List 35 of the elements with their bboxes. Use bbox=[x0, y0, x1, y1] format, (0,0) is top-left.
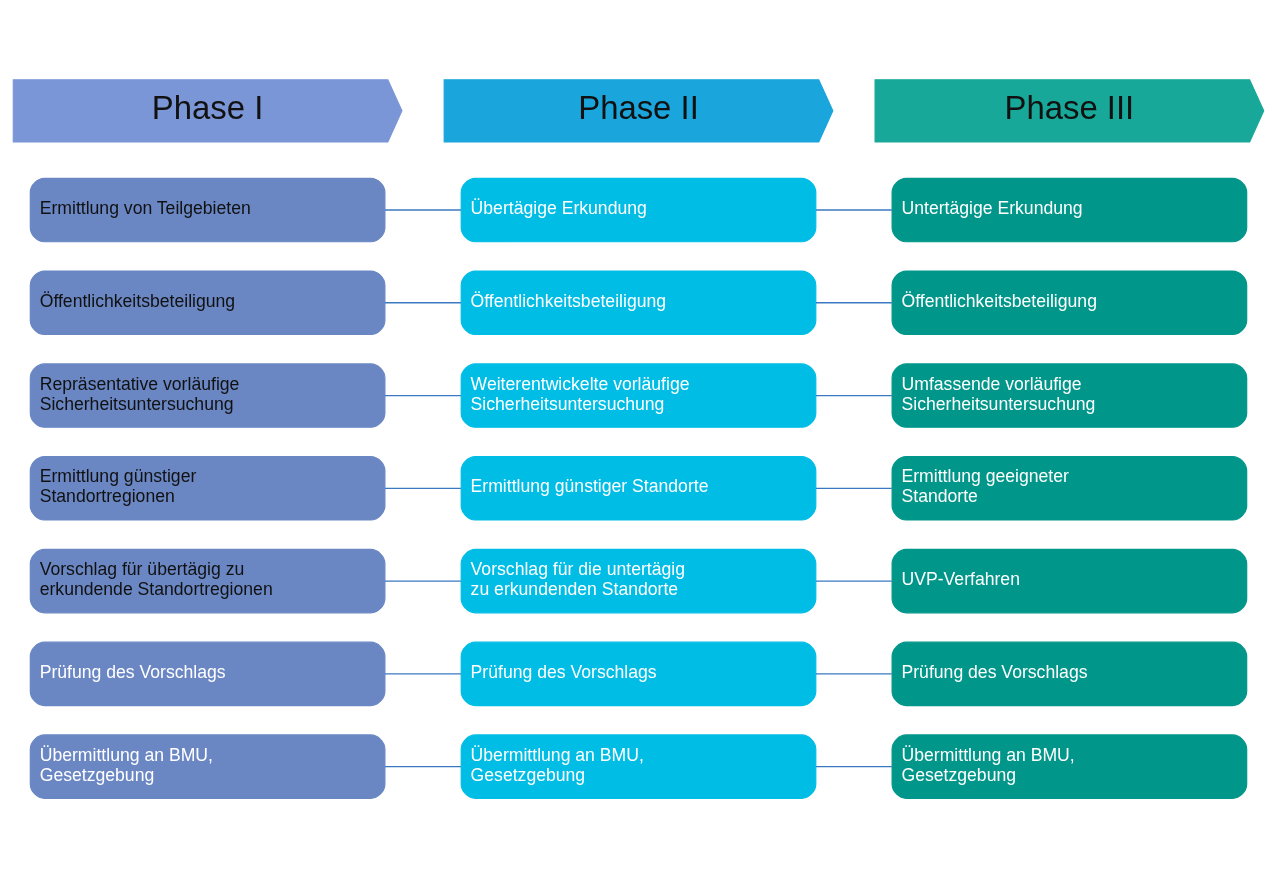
connector bbox=[815, 394, 893, 396]
node-box: Öffentlichkeitsbeteiligung bbox=[460, 270, 817, 335]
node-box: Ermittlung geeigneter Standorte bbox=[891, 455, 1248, 521]
node-box: UVP-Verfahren bbox=[891, 548, 1248, 613]
node-box: Übermittlung an BMU, Gesetzgebung bbox=[460, 733, 817, 799]
connector bbox=[815, 487, 893, 489]
node-box: Repräsentative vorläufige Sicherheitsuntersuchung bbox=[29, 362, 386, 428]
connector bbox=[815, 208, 893, 211]
connector bbox=[384, 301, 462, 304]
node-box: Öffentlichkeitsbeteiligung bbox=[891, 270, 1248, 335]
node-box: Übermittlung an BMU, Gesetzgebung bbox=[891, 733, 1248, 799]
connector bbox=[384, 394, 462, 396]
node-box: Umfassende vorläufige Sicherheitsuntersuchung bbox=[891, 362, 1248, 428]
node-box: Übertägige Erkundung bbox=[460, 177, 817, 242]
node-box: Öffentlichkeitsbeteiligung bbox=[29, 270, 386, 335]
connector bbox=[815, 765, 893, 767]
node-box: Ermittlung günstiger Standorte bbox=[460, 455, 817, 521]
connector bbox=[384, 208, 462, 211]
connector bbox=[815, 301, 893, 304]
connector bbox=[815, 672, 893, 675]
node-box: Ermittlung günstiger Standortregionen bbox=[29, 455, 386, 521]
node-box: Weiterentwickelte vorläufige Sicherheitsuntersuchung bbox=[460, 362, 817, 428]
connector bbox=[384, 487, 462, 489]
connector bbox=[384, 765, 462, 767]
node-box: Vorschlag für die untertägig zu erkundenden Standorte bbox=[460, 548, 817, 613]
node-box: Untertägige Erkundung bbox=[891, 177, 1248, 242]
connector bbox=[384, 579, 462, 582]
connector bbox=[384, 672, 462, 675]
node-box: Prüfung des Vorschlags bbox=[29, 641, 386, 706]
connector bbox=[815, 579, 893, 582]
node-box: Prüfung des Vorschlags bbox=[460, 641, 817, 706]
node-box: Vorschlag für übertägig zu erkundende Standortregionen bbox=[29, 548, 386, 613]
node-box: Ermittlung von Teilgebieten bbox=[29, 177, 386, 242]
node-box: Übermittlung an BMU, Gesetzgebung bbox=[29, 733, 386, 799]
node-box: Prüfung des Vorschlags bbox=[891, 641, 1248, 706]
